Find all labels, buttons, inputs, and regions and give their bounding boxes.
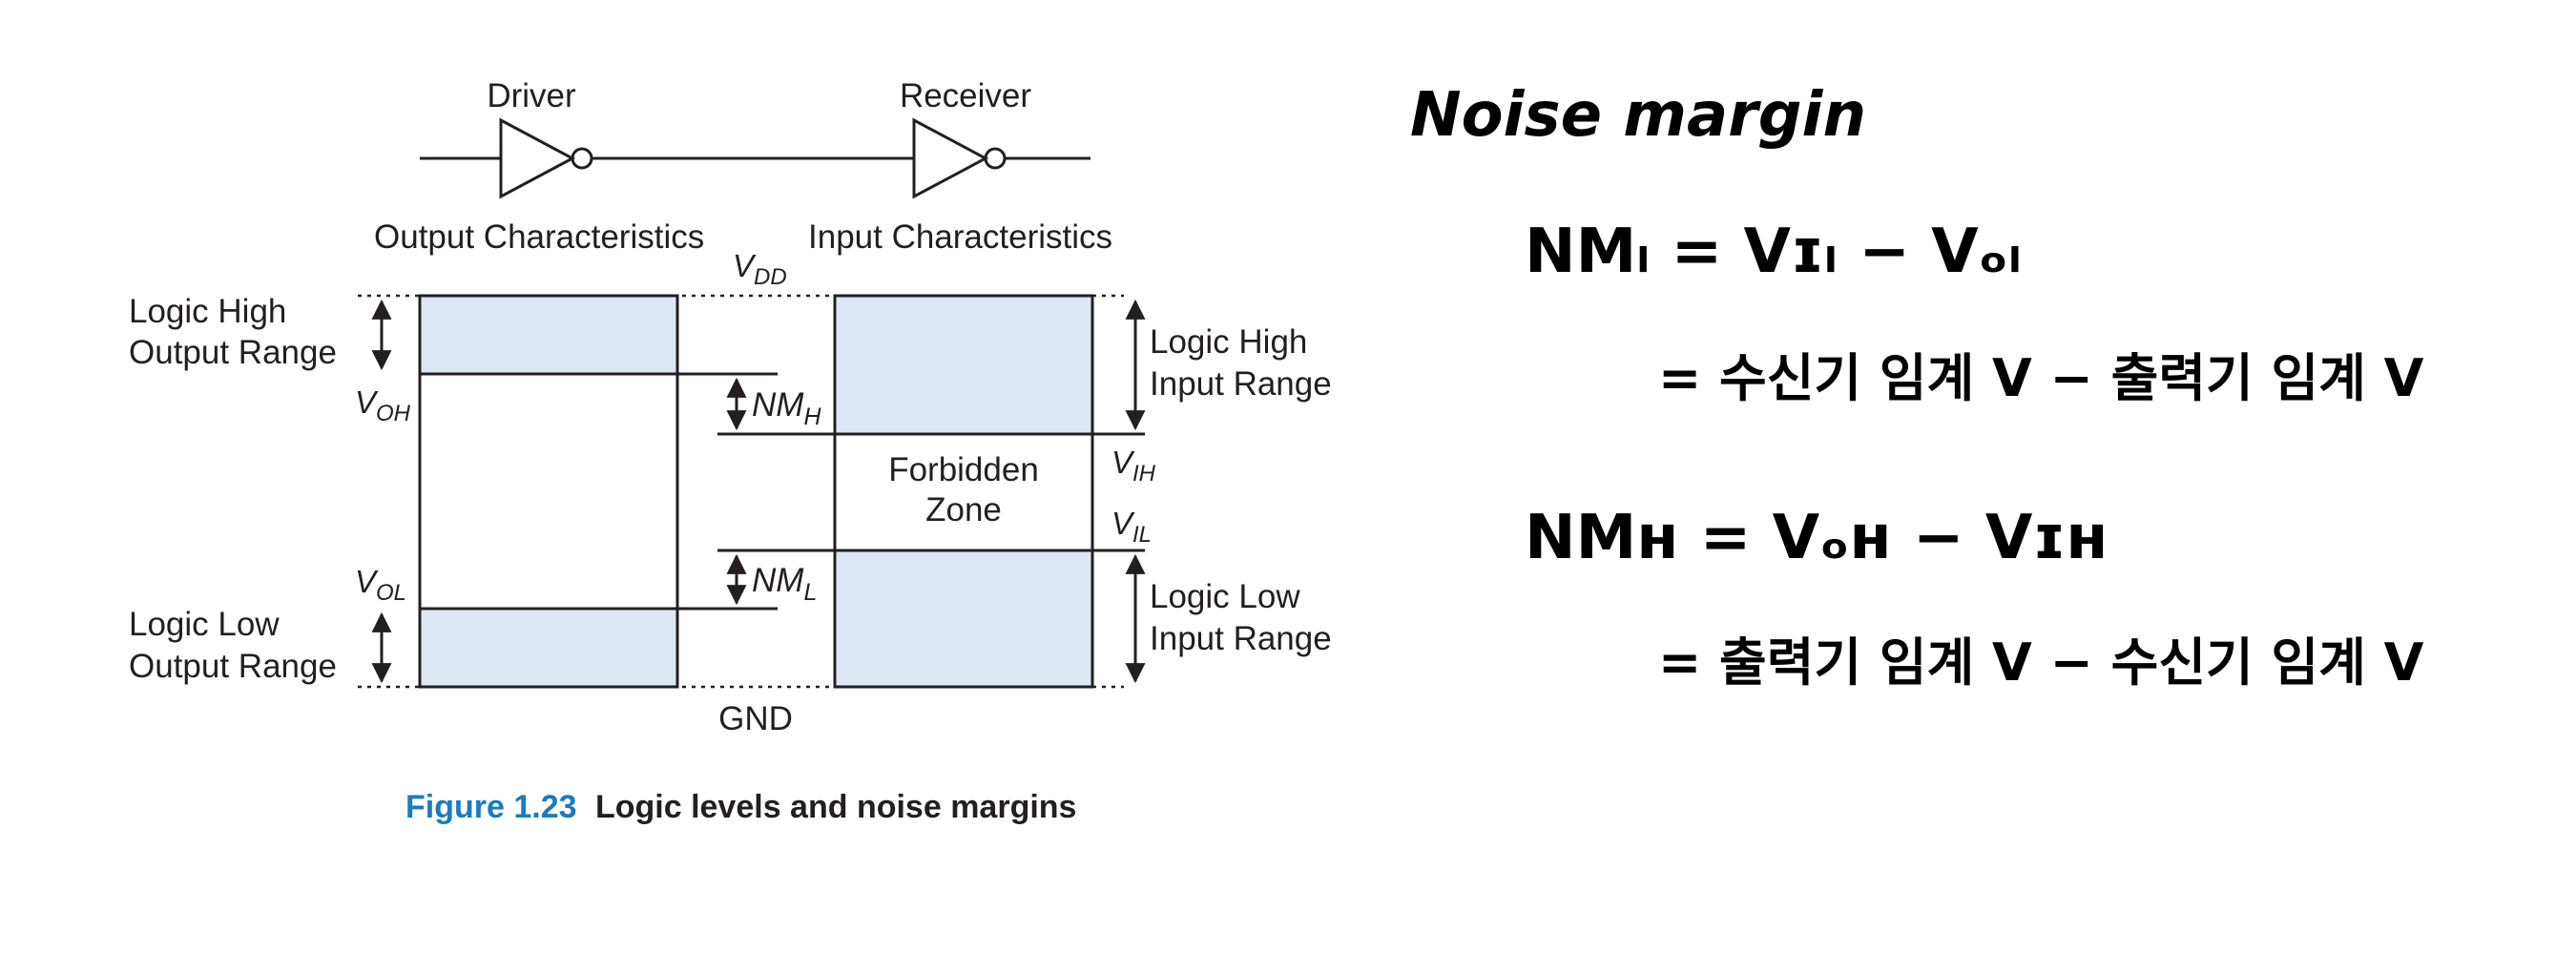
voh-label: VOH: [355, 384, 411, 426]
forbidden-zone: [833, 432, 1094, 552]
logic-low-output-label-line2: Output Range: [129, 648, 337, 685]
input-low-band: [833, 549, 1094, 689]
receiver-label: Receiver: [900, 77, 1031, 114]
forbidden-zone-label-line1: Forbidden: [888, 451, 1039, 488]
output-high-band: [418, 294, 679, 376]
input-column: Forbidden Zone: [833, 294, 1094, 689]
nmh-korean-equation: = 출력기 임계 V − 수신기 임계 V: [1658, 632, 2424, 693]
driver-label: Driver: [487, 77, 576, 114]
nmh-label: NMH: [752, 386, 821, 430]
logic-high-output-label-line1: Logic High: [129, 293, 286, 330]
logic-high-input-label-line2: Input Range: [1150, 365, 1332, 403]
nml-equation: NMₗ = Vɪₗ − Vₒₗ: [1525, 217, 2022, 287]
handwritten-notes: Noise margin NMₗ = Vɪₗ − Vₒₗ = 수신기 임계 V …: [1410, 80, 2424, 693]
nml-label: NML: [752, 562, 817, 606]
logic-low-input-label-line1: Logic Low: [1150, 578, 1300, 615]
vil-label: VIL: [1111, 506, 1152, 548]
logic-high-output-label-line2: Output Range: [129, 334, 337, 371]
output-characteristics-label: Output Characteristics: [374, 218, 704, 256]
vdd-label: VDD: [733, 248, 787, 290]
notes-title: Noise margin: [1410, 80, 1866, 151]
logic-low-input-label-line2: Input Range: [1150, 620, 1332, 657]
vih-label: VIH: [1111, 445, 1156, 487]
vol-label: VOL: [355, 564, 406, 606]
output-low-band: [418, 607, 679, 689]
logic-high-input-label-line1: Logic High: [1150, 323, 1307, 361]
figure-number: Figure 1.23: [405, 789, 577, 825]
nml-korean-equation: = 수신기 임계 V − 출력기 임계 V: [1658, 348, 2424, 408]
nmh-equation: NMʜ = Vₒʜ − Vɪʜ: [1525, 503, 2108, 573]
inverter-circuit: Driver Receiver: [420, 77, 1091, 199]
gnd-label: GND: [718, 700, 793, 737]
forbidden-zone-label-line2: Zone: [925, 491, 1002, 528]
figure-caption: Figure 1.23 Logic levels and noise margi…: [405, 789, 1076, 825]
output-column: [418, 294, 679, 689]
logic-low-output-label-line1: Logic Low: [129, 606, 280, 643]
input-high-band: [833, 294, 1094, 436]
receiver-inverter-icon: [912, 117, 989, 199]
figure-caption-text: Logic levels and noise margins: [595, 789, 1077, 825]
input-characteristics-label: Input Characteristics: [808, 218, 1112, 256]
driver-inverter-icon: [499, 117, 576, 199]
